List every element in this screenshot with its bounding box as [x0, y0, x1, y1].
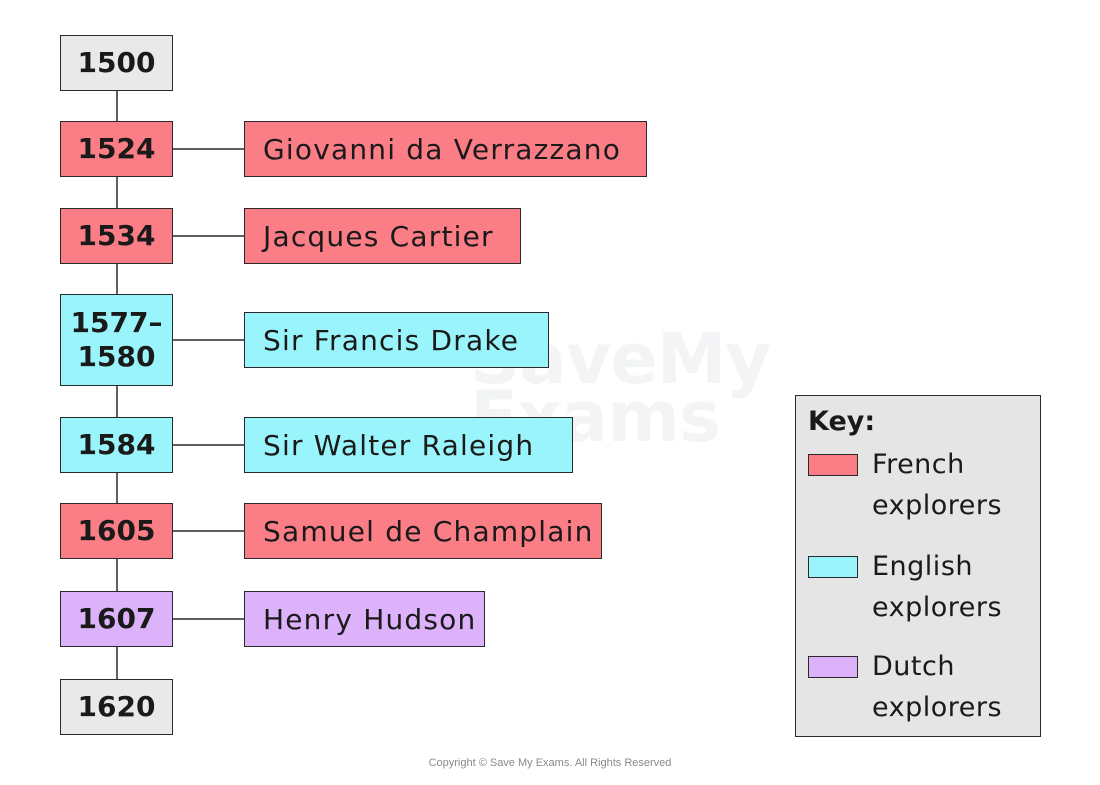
year-label: 1605	[77, 513, 156, 547]
year-box-1577-1580: 1577– 1580	[60, 294, 173, 386]
explorer-name: Jacques Cartier	[263, 219, 494, 253]
key-label-french: French explorers	[872, 449, 1003, 521]
explorer-name: Samuel de Champlain	[263, 514, 594, 548]
watermark: SaveMy Exams	[470, 318, 771, 458]
explorer-name: Henry Hudson	[263, 602, 477, 636]
explorer-box-raleigh: Sir Walter Raleigh	[244, 417, 573, 473]
explorer-box-hudson: Henry Hudson	[244, 591, 485, 647]
year-label: 1534	[77, 218, 156, 252]
year-label: 1524	[77, 131, 156, 165]
explorer-name: Sir Francis Drake	[263, 323, 520, 357]
explorer-box-champlain: Samuel de Champlain	[244, 503, 602, 559]
year-label: 1500	[77, 45, 156, 79]
year-label: 1607	[77, 601, 156, 635]
year-label: 1577– 1580	[70, 305, 163, 373]
year-box-1524: 1524	[60, 121, 173, 177]
year-box-1534: 1534	[60, 208, 173, 264]
year-box-1620: 1620	[60, 679, 173, 735]
french-swatch	[808, 454, 858, 476]
key-panel: Key: French explorers English explorers …	[795, 395, 1041, 737]
explorer-name: Giovanni da Verrazzano	[263, 132, 622, 166]
explorer-box-verrazzano: Giovanni da Verrazzano	[244, 121, 647, 177]
year-label: 1584	[77, 427, 156, 461]
key-title: Key:	[808, 406, 876, 437]
english-swatch	[808, 556, 858, 578]
year-box-1605: 1605	[60, 503, 173, 559]
year-box-1607: 1607	[60, 591, 173, 647]
explorer-name: Sir Walter Raleigh	[263, 428, 535, 462]
copyright-notice: Copyright © Save My Exams. All Rights Re…	[428, 757, 672, 769]
explorer-box-drake: Sir Francis Drake	[244, 312, 549, 368]
dutch-swatch	[808, 656, 858, 678]
key-label-dutch: Dutch explorers	[872, 651, 1003, 723]
year-box-1584: 1584	[60, 417, 173, 473]
key-label-english: English explorers	[872, 551, 1003, 623]
explorer-box-cartier: Jacques Cartier	[244, 208, 521, 264]
year-box-1500: 1500	[60, 35, 173, 91]
year-label: 1620	[77, 689, 156, 723]
